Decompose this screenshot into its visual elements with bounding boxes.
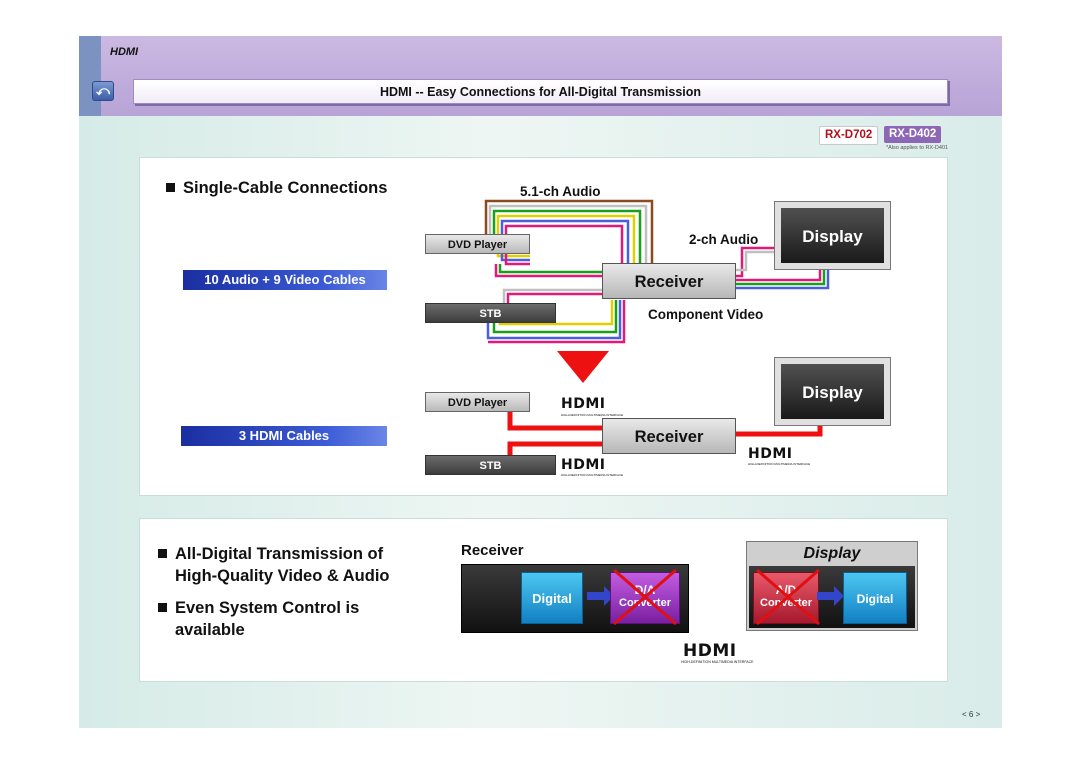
- display-box-bottom: Display: [774, 357, 891, 426]
- audio-51-label: 5.1-ch Audio: [520, 184, 601, 199]
- model-note: *Also applies to RX-D401: [886, 145, 949, 151]
- arrow-head-digital: [834, 586, 844, 606]
- hdmi-logo-stb: HDMI: [561, 457, 606, 473]
- digital-box-display: Digital: [843, 572, 907, 624]
- stb-box-top: STB: [425, 303, 556, 323]
- receiver-box-top: Receiver: [602, 263, 736, 299]
- model-badge-primary: RX-D702: [819, 126, 879, 145]
- u-turn-icon[interactable]: ⤺: [92, 81, 114, 101]
- hdmi-tagline-display: HIGH-DEFINITION MULTIMEDIA INTERFACE: [748, 462, 811, 466]
- stb-box-bottom: STB: [425, 455, 556, 475]
- cross-icon-ad: [756, 568, 820, 626]
- page-number: < 6 >: [962, 710, 981, 719]
- display-box-top: Display: [774, 201, 891, 270]
- hdmi-cable-dvd: [507, 409, 602, 431]
- bullet-square: [158, 603, 167, 612]
- bullet2-line1: Even System Control is: [158, 599, 359, 618]
- da-line2: Converter: [619, 597, 671, 609]
- audio-2ch-label: 2-ch Audio: [689, 232, 759, 247]
- display-screen-bottom: Display: [781, 364, 884, 419]
- arrow-digital-to-da: [587, 592, 605, 600]
- bullet2-line2: available: [175, 621, 245, 639]
- cross-icon-da: [613, 568, 677, 626]
- arrow-head-da: [604, 586, 614, 606]
- display-block-label: Display: [803, 545, 861, 562]
- before-cables-label: 10 Audio + 9 Video Cables: [183, 270, 387, 290]
- page-title: HDMI -- Easy Connections for All-Digital…: [379, 85, 702, 99]
- hdmi-logo-display: HDMI: [748, 446, 793, 462]
- down-arrow: [557, 351, 609, 383]
- digital-box-receiver: Digital: [521, 572, 583, 624]
- hdmi-tagline-main: HIGH-DEFINITION MULTIMEDIA INTERFACE: [681, 660, 754, 664]
- bullet-square: [166, 183, 175, 192]
- cable-blue: [500, 219, 630, 268]
- digital-receiver-label: Receiver: [461, 542, 524, 559]
- bullet-square: [158, 549, 167, 558]
- dvd-player-box-top: DVD Player: [425, 234, 530, 254]
- bullet1-line1-text: All-Digital Transmission of: [175, 545, 384, 563]
- title-bar: HDMI -- Easy Connections for All-Digital…: [133, 79, 948, 104]
- cable-pink: [504, 224, 624, 268]
- section-label: HDMI: [110, 46, 139, 58]
- bullet1-line2: High-Quality Video & Audio: [175, 567, 390, 585]
- single-cable-heading: Single-Cable Connections: [166, 179, 387, 198]
- receiver-box-bottom: Receiver: [602, 418, 736, 454]
- hdmi-logo-main: HDMI: [683, 641, 737, 661]
- component-video-label: Component Video: [648, 307, 764, 322]
- hdmi-tagline-stb: HIGH-DEFINITION MULTIMEDIA INTERFACE: [561, 473, 624, 477]
- display-screen-top: Display: [781, 208, 884, 263]
- bullet1-line1: All-Digital Transmission of: [158, 545, 383, 564]
- cable-yellow: [496, 214, 636, 268]
- arrow-ad-to-digital: [817, 592, 835, 600]
- single-cable-heading-text: Single-Cable Connections: [183, 179, 388, 197]
- model-badge-secondary: RX-D402: [884, 126, 942, 143]
- hdmi-logo-dvd: HDMI: [561, 396, 606, 412]
- dvd-player-box-bottom: DVD Player: [425, 392, 530, 412]
- after-cables-label: 3 HDMI Cables: [181, 426, 387, 446]
- bullet2-line1-text: Even System Control is: [175, 599, 360, 617]
- hdmi-tagline-dvd: HIGH-DEFINITION MULTIMEDIA INTERFACE: [561, 413, 624, 417]
